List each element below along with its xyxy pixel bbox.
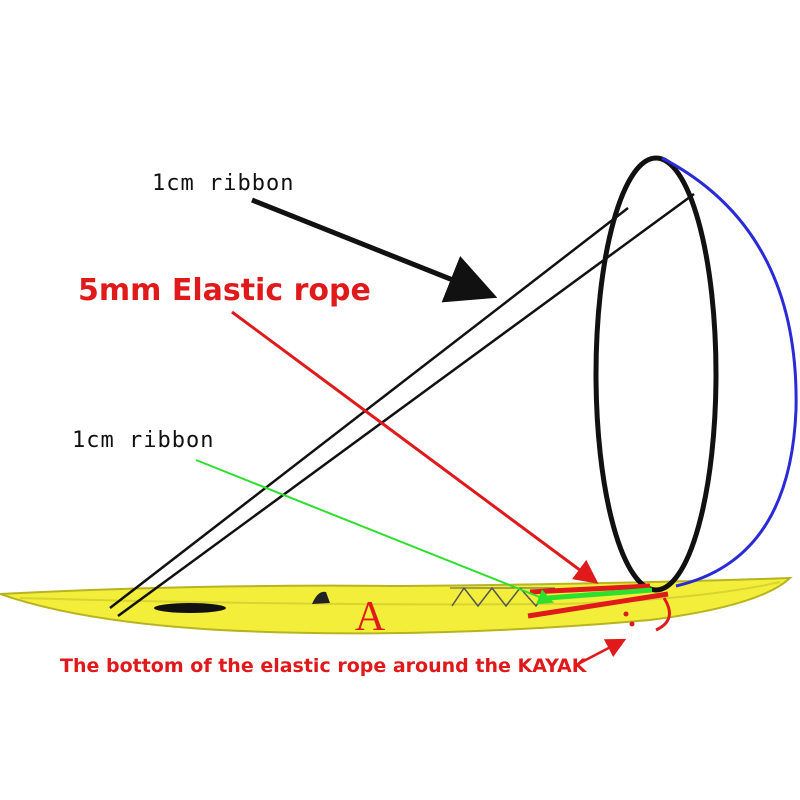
label-elastic-rope: 5mm Elastic rope (78, 273, 371, 308)
arrow-bottom-note (577, 638, 627, 666)
elastic-edge (661, 156, 798, 588)
arrow-elastic-rope (231, 310, 599, 584)
label-ribbon-top: 1cm ribbon (152, 171, 294, 196)
kayak-seat (312, 591, 330, 604)
arrow-ribbon-mid (195, 459, 554, 605)
kayak-deck-line (19, 581, 781, 606)
kayak-cockpit (154, 603, 226, 613)
elastic-bottom-line-2 (527, 591, 669, 619)
ribbon-line-back (117, 192, 695, 618)
sail-frame-hoop (593, 155, 719, 593)
kayak-hull (0, 576, 793, 635)
arrow-ribbon-top (251, 197, 498, 303)
elastic-dot-1 (623, 611, 629, 617)
kayak-mark-a: A (355, 594, 386, 640)
ribbon-line-front (109, 207, 629, 609)
deck-bungee (451, 586, 549, 608)
label-bottom-note: The bottom of the elastic rope around th… (60, 655, 588, 677)
label-ribbon-mid: 1cm ribbon (72, 428, 214, 453)
elastic-dot-2 (629, 621, 635, 627)
elastic-loop-mark (655, 597, 671, 632)
ribbon-bottom-green (547, 587, 653, 601)
